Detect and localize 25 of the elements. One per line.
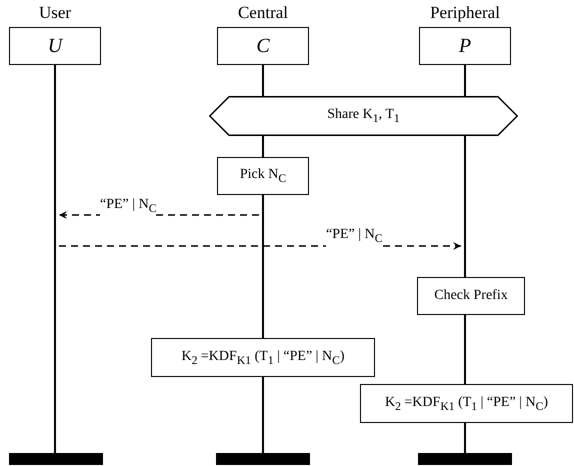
edge-label: “PE” | N$_{C}$: [100, 196, 156, 217]
activity-box: Pick N$_{C}$: [217, 157, 309, 195]
lifeline: [259, 377, 267, 453]
lifeline-end-bar: [418, 453, 512, 465]
participant-box: U: [9, 27, 101, 65]
participant-name: Peripheral: [429, 3, 501, 23]
participant-box: P: [419, 27, 511, 65]
lifeline: [259, 136, 267, 157]
participant-name: Central: [236, 3, 290, 23]
activity-box: K$_{2}$ =KDF$_{K1}$ (T$_{1}$ | “PE” | N$_{C}$): [151, 338, 375, 377]
lifeline: [461, 65, 469, 96]
activity-box: Check Prefix: [417, 277, 525, 315]
participant-name: User: [38, 3, 72, 23]
lifeline-end-bar: [9, 453, 103, 465]
lifeline: [461, 423, 469, 453]
lifeline: [51, 65, 59, 453]
lifeline: [259, 65, 267, 96]
hexagon-box: Share K$_{1}$, T$_{1}$: [209, 96, 518, 136]
activity-box: K$_{2}$ =KDF$_{K1}$ (T$_{1}$ | “PE” | N$_{C}$): [360, 384, 573, 423]
participant-box: C: [217, 27, 309, 65]
lifeline: [461, 315, 469, 384]
edge-label: “PE” | N$_{C}$: [326, 226, 382, 247]
lifeline-end-bar: [216, 453, 310, 465]
lifeline: [259, 195, 267, 338]
lifeline: [461, 136, 469, 277]
